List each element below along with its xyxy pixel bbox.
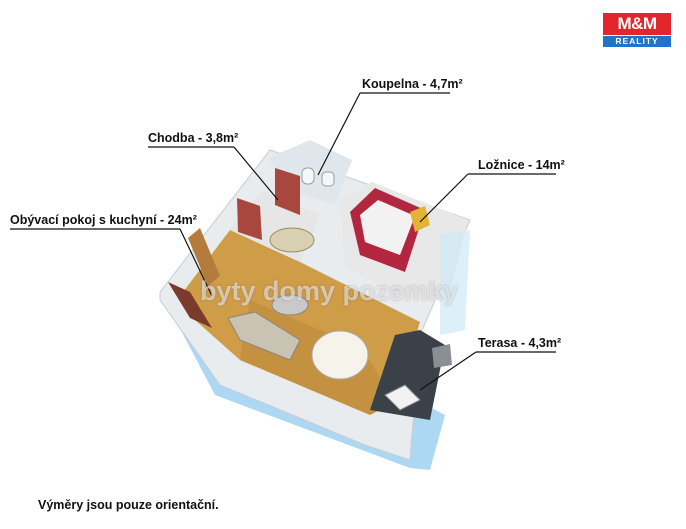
bathroom-door (275, 168, 300, 215)
grill (432, 344, 452, 368)
bedside-table (410, 206, 430, 232)
leader-chodba-diag (233, 146, 279, 201)
leader-koupelna-diag (317, 92, 361, 176)
label-koupelna: Koupelna - 4,7m² (362, 77, 463, 91)
label-chodba: Chodba - 3,8m² (148, 131, 239, 145)
leader-terasa-diag (419, 351, 477, 391)
label-terasa: Terasa - 4,3m² (478, 336, 562, 350)
label-obyvaci: Obývací pokoj s kuchyní - 24m² (10, 213, 197, 227)
brand-logo-name: M&M (603, 13, 671, 35)
bed-linen (360, 200, 415, 255)
brand-logo-sub: REALITY (603, 36, 671, 47)
brand-logo: M&M REALITY (603, 13, 671, 47)
coffee-table (271, 294, 309, 316)
terrace-chair (384, 384, 421, 411)
hallway-door (237, 198, 262, 240)
dining-table (311, 330, 369, 380)
round-table (269, 227, 315, 253)
sofa (227, 311, 301, 361)
watermark-text: byty domy pozemky (200, 276, 459, 306)
label-loznice: Ložnice - 14m² (478, 158, 565, 172)
washbasin (321, 171, 335, 187)
leader-loznice-diag (419, 173, 469, 223)
glass-railing (440, 230, 470, 335)
leader-obyvaci-diag (179, 228, 213, 297)
disclaimer-text: Výměry jsou pouze orientační. (38, 498, 219, 512)
bookshelf (188, 228, 220, 286)
entrance-door (168, 282, 212, 328)
toilet (301, 167, 315, 185)
